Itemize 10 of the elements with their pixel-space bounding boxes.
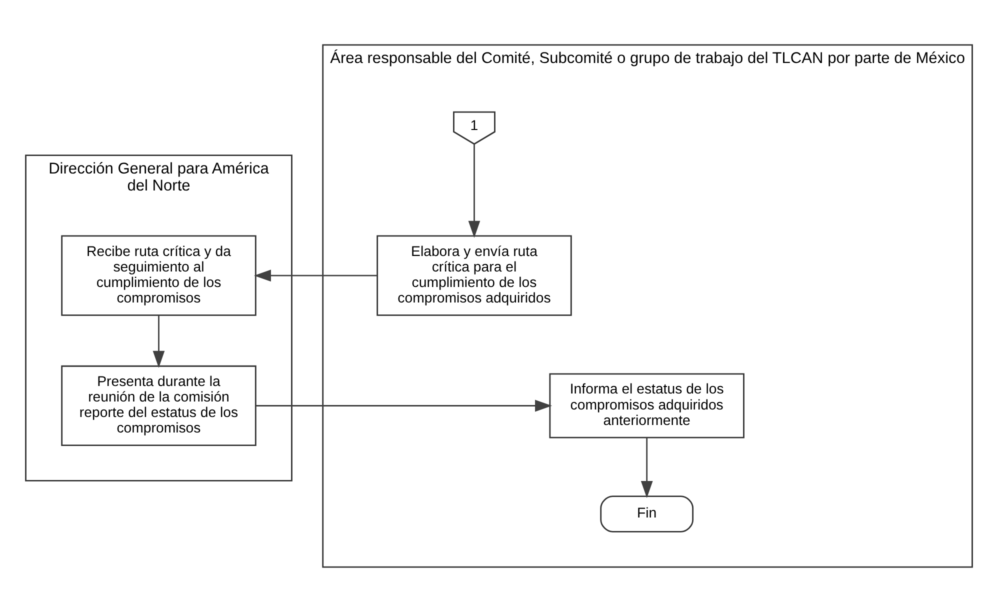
node-box: Fin [600,496,694,532]
node-box: Elabora y envía ruta crítica para el cumplimiento de los compromisos adquiridos [376,235,572,316]
arrow [468,144,480,238]
node-box: Presenta durante la reunión de la comisión reporte del estatus de los compromisos [61,365,256,446]
arrow [152,315,165,368]
arrow [256,400,552,412]
arrow [640,438,653,498]
node-box: Informa el estatus de los compromisos adquiridos anteriormente [549,373,744,438]
arrow [254,270,378,282]
node-box: Recibe ruta crítica y da seguimiento al cumplimiento de los compromisos [61,235,256,316]
